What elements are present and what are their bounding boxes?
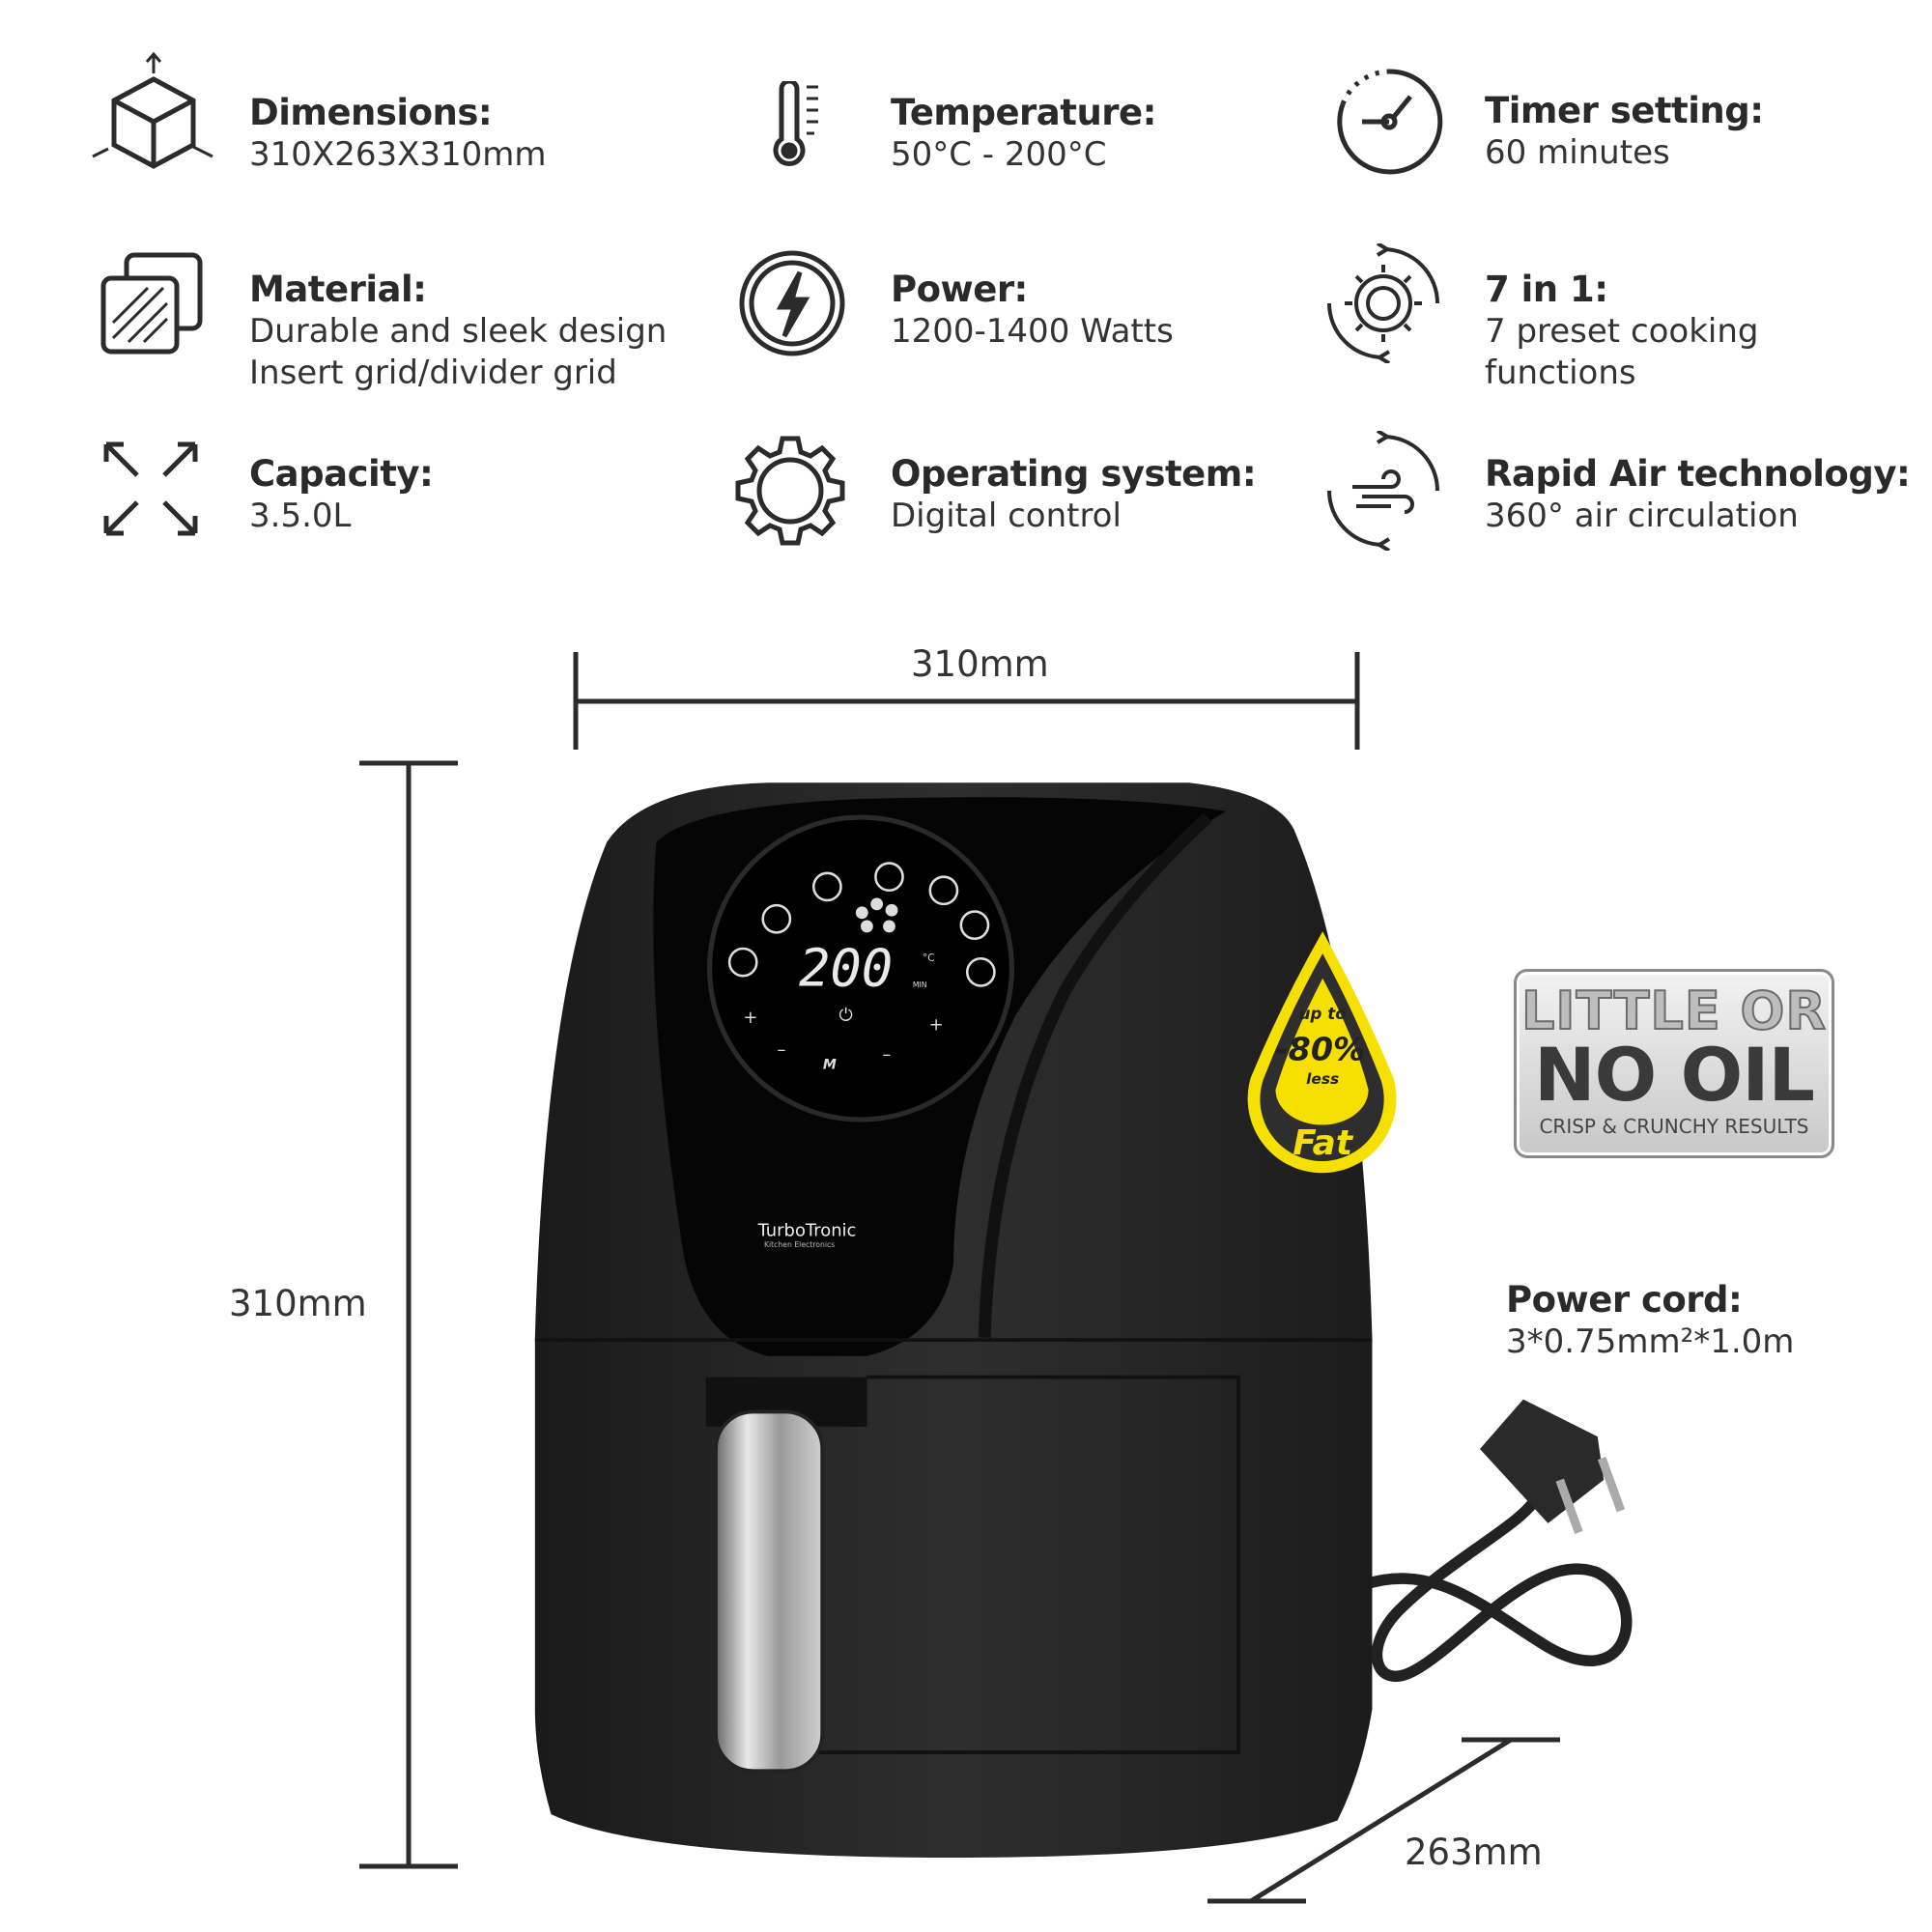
spec-value: Durable and sleek design bbox=[249, 312, 668, 351]
preset-icons[interactable] bbox=[727, 862, 996, 987]
spec-dimensions: Dimensions:310X263X310mm bbox=[249, 92, 547, 176]
spec-value: functions bbox=[1485, 354, 1636, 392]
spec-value: Insert grid/divider grid bbox=[249, 354, 617, 392]
width-dimension-line bbox=[573, 652, 1360, 750]
basket-handle[interactable] bbox=[714, 1409, 825, 1774]
temperature-readout: 200 bbox=[799, 937, 893, 998]
cube-dimensions-icon bbox=[92, 51, 213, 169]
time-minus-button[interactable]: – bbox=[777, 1039, 785, 1060]
air-circulation-icon bbox=[1327, 431, 1439, 551]
spec-timer: Timer setting:60 minutes bbox=[1485, 90, 1764, 174]
basket-drawer bbox=[817, 1375, 1240, 1754]
spec-value: 7 preset cooking bbox=[1485, 312, 1759, 351]
power-plug bbox=[1479, 1399, 1626, 1534]
spec-title: Rapid Air technology: bbox=[1485, 453, 1911, 495]
power-button-icon[interactable]: ⏻ bbox=[839, 1005, 853, 1025]
spec-value: 3.5.0L bbox=[249, 497, 352, 535]
gear-icon bbox=[735, 436, 845, 546]
brand-tagline: Kitchen Electronics bbox=[764, 1240, 835, 1249]
control-display[interactable] bbox=[707, 814, 1014, 1122]
svg-text:-80%: -80% bbox=[1275, 1030, 1366, 1067]
spec-value: 60 minutes bbox=[1485, 133, 1670, 172]
depth-label: 263mm bbox=[1405, 1832, 1543, 1873]
depth-dimension-line bbox=[1208, 1737, 1560, 1904]
spec-title: 7 in 1: bbox=[1485, 269, 1608, 310]
lightning-icon bbox=[739, 250, 845, 356]
mode-button[interactable]: M bbox=[823, 1057, 837, 1072]
minutes-unit: MIN bbox=[913, 980, 927, 989]
badge-line2: NO OIL bbox=[1534, 1032, 1815, 1118]
height-dimension-line bbox=[359, 760, 458, 1869]
material-plates-icon bbox=[100, 252, 203, 355]
badge-line3: CRISP & CRUNCHY RESULTS bbox=[1539, 1115, 1809, 1138]
temp-plus-button[interactable]: + bbox=[929, 1015, 944, 1036]
spec-title: Dimensions: bbox=[249, 92, 493, 133]
spec-operating-system: Operating system:Digital control bbox=[891, 453, 1257, 537]
height-label: 310mm bbox=[229, 1283, 367, 1324]
brand-logo: TurboTronic bbox=[757, 1220, 857, 1240]
spec-power: Power:1200-1400 Watts bbox=[891, 269, 1174, 353]
timer-icon bbox=[1337, 69, 1443, 175]
time-plus-button[interactable]: + bbox=[743, 1008, 757, 1028]
gear-cycle-icon bbox=[1327, 243, 1439, 363]
spec-value: 1200-1400 Watts bbox=[891, 312, 1174, 351]
svg-text:less: less bbox=[1306, 1070, 1339, 1088]
spec-title: Temperature: bbox=[891, 92, 1156, 133]
width-label: 310mm bbox=[911, 643, 1049, 685]
spec-value: 310X263X310mm bbox=[249, 135, 547, 174]
spec-title: Power: bbox=[891, 269, 1028, 310]
fan-icon bbox=[855, 897, 898, 933]
expand-arrows-icon bbox=[103, 441, 198, 536]
spec-value: Digital control bbox=[891, 497, 1122, 535]
spec-rapid-air: Rapid Air technology:360° air circulatio… bbox=[1485, 453, 1911, 537]
temp-minus-button[interactable]: – bbox=[882, 1044, 891, 1065]
spec-title: Capacity: bbox=[249, 453, 434, 495]
power-cord-value: 3*0.75mm²*1.0m bbox=[1506, 1322, 1795, 1361]
spec-temperature: Temperature:50°C - 200°C bbox=[891, 92, 1156, 176]
fat-reduction-badge: up to -80% less Fat bbox=[1247, 931, 1397, 1174]
celsius-unit: °C bbox=[923, 952, 934, 964]
svg-text:Fat: Fat bbox=[1293, 1123, 1354, 1163]
badge-line1: LITTLE OR bbox=[1520, 980, 1827, 1041]
svg-text:up to: up to bbox=[1299, 1005, 1347, 1023]
spec-title: Material: bbox=[249, 269, 427, 310]
spec-title: Timer setting: bbox=[1485, 90, 1764, 131]
thermometer-icon bbox=[773, 81, 818, 166]
power-cord-title: Power cord: bbox=[1506, 1279, 1743, 1321]
spec-title: Operating system: bbox=[891, 453, 1257, 495]
spec-value: 50°C - 200°C bbox=[891, 135, 1107, 174]
power-cord bbox=[1360, 1495, 1633, 1683]
little-or-no-oil-badge: LITTLE OR NO OIL CRISP & CRUNCHY RESULTS bbox=[1514, 969, 1834, 1158]
spec-value: 360° air circulation bbox=[1485, 497, 1799, 535]
spec-capacity: Capacity:3.5.0L bbox=[249, 453, 434, 537]
power-cord-spec: Power cord: 3*0.75mm²*1.0m bbox=[1506, 1279, 1794, 1363]
